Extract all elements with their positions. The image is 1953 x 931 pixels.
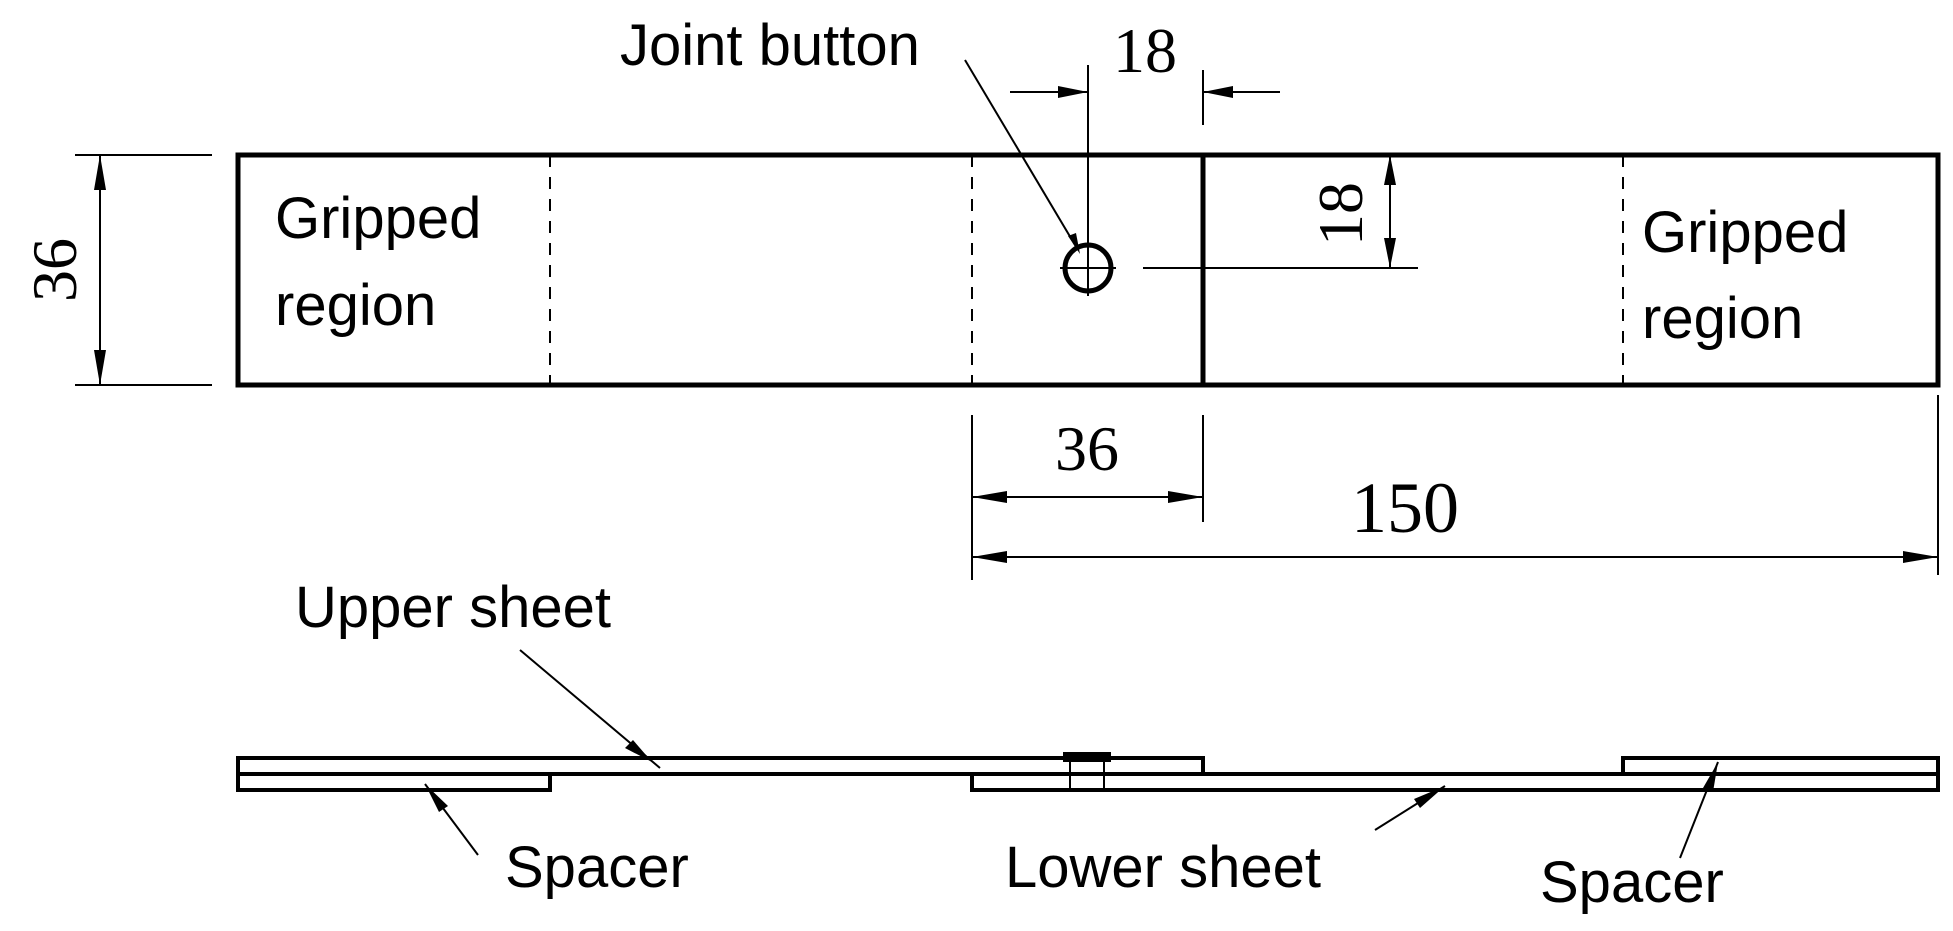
joint-button-side: [1063, 752, 1111, 762]
spacer-left-label: Spacer: [505, 835, 689, 900]
dim-arrow-left: [1058, 86, 1088, 98]
spacer-left-arrow: [425, 784, 448, 812]
dimension-width: 36: [19, 154, 212, 386]
joint-button-label: Joint button: [620, 13, 920, 78]
spacer-right-arrow: [1703, 762, 1718, 792]
gripped-region-right-line1: Gripped: [1642, 200, 1848, 265]
dim-arrow-overlap-right: [1168, 491, 1203, 503]
dim-arrow-edge-bottom: [1384, 238, 1396, 268]
dim-arrow-overlap-left: [972, 491, 1007, 503]
dim-arrow-top: [94, 155, 106, 190]
dimension-length: 150: [972, 395, 1939, 575]
dimension-overlap: 36: [971, 413, 1204, 580]
lower-sheet-label: Lower sheet: [1005, 835, 1321, 900]
dim-arrow-right: [1203, 86, 1233, 98]
side-view: Upper sheet Spacer Lower sheet Spacer: [236, 575, 1940, 915]
dim-text-width: 36: [19, 238, 90, 302]
gripped-region-left-line2: region: [275, 273, 436, 338]
dimension-button-offset: 18: [1010, 15, 1280, 125]
dim-text-button-offset: 18: [1113, 15, 1177, 86]
dim-arrow-bottom: [94, 350, 106, 385]
spacer-right: [1621, 756, 1940, 776]
spacer-right-label: Spacer: [1540, 850, 1724, 915]
gripped-region-right-line2: region: [1642, 286, 1803, 351]
top-view: Gripped region Gripped region Joint butt…: [235, 13, 1941, 388]
dim-text-overlap: 36: [1055, 413, 1119, 484]
dim-text-length: 150: [1351, 468, 1459, 548]
dim-text-button-from-edge: 18: [1305, 182, 1376, 246]
upper-sheet-label: Upper sheet: [295, 575, 611, 640]
dimension-button-from-edge: 18: [1305, 155, 1396, 268]
dim-arrow-length-left: [972, 551, 1007, 563]
joint-button-leader: [964, 59, 1079, 251]
upper-sheet-arrow: [625, 740, 652, 762]
spacer-left: [236, 772, 552, 792]
lower-sheet-arrow: [1414, 786, 1445, 808]
lower-sheet: [970, 772, 1940, 792]
upper-sheet: [236, 756, 1205, 776]
dim-arrow-edge-top: [1384, 155, 1396, 185]
gripped-region-left-line1: Gripped: [275, 186, 481, 251]
dim-arrow-length-right: [1903, 551, 1938, 563]
joint-button-leader-arrow: [1068, 233, 1080, 254]
